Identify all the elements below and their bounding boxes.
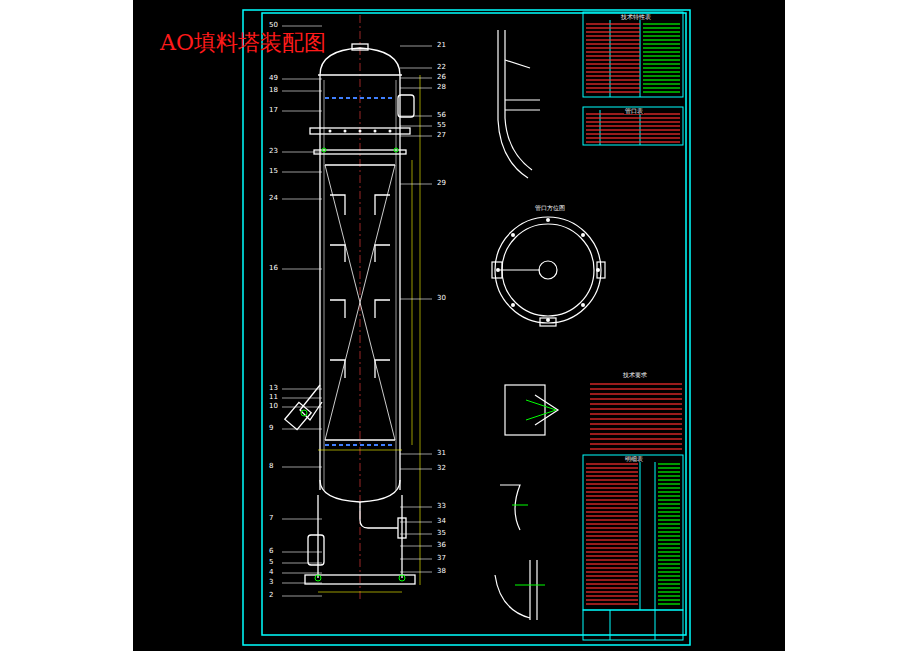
callout-number: 18 — [268, 87, 279, 94]
callout-number: 33 — [436, 503, 447, 510]
leader-line — [282, 596, 322, 597]
callout-number: 56 — [436, 112, 447, 119]
callout-number: 24 — [268, 195, 279, 202]
leader-line — [400, 572, 432, 573]
callout-number: 13 — [268, 385, 279, 392]
leader-line — [282, 519, 322, 520]
leader-line — [400, 88, 432, 89]
section-heading: 技术特性表 — [620, 14, 652, 20]
callout-number: 21 — [436, 42, 447, 49]
section-heading: 技术要求 — [622, 372, 648, 378]
leader-line — [282, 79, 322, 80]
callout-number: 6 — [268, 548, 274, 555]
callout-number: 2 — [268, 592, 274, 599]
leader-line — [400, 522, 432, 523]
leader-line — [400, 68, 432, 69]
leader-line — [282, 172, 322, 173]
callout-number: 8 — [268, 463, 274, 470]
leader-line — [282, 552, 322, 553]
callout-number: 49 — [268, 75, 279, 82]
leader-line — [282, 111, 322, 112]
leader-line — [400, 454, 432, 455]
callout-number: 38 — [436, 568, 447, 575]
callout-number: 11 — [268, 394, 279, 401]
callout-number: 50 — [268, 22, 279, 29]
leader-line — [400, 299, 432, 300]
leader-line — [282, 152, 322, 153]
callout-number: 34 — [436, 518, 447, 525]
leader-line — [282, 407, 322, 408]
leader-line — [400, 184, 432, 185]
callout-number: 15 — [268, 168, 279, 175]
leader-line — [400, 546, 432, 547]
callout-number: 29 — [436, 180, 447, 187]
callout-number: 22 — [436, 64, 447, 71]
callout-number: 35 — [436, 530, 447, 537]
callout-number: 36 — [436, 542, 447, 549]
leader-lines — [282, 26, 432, 596]
section-heading: 管口方位图 — [534, 205, 566, 211]
leader-line — [282, 583, 322, 584]
leader-line — [400, 78, 432, 79]
leader-line — [400, 116, 432, 117]
leader-line — [400, 469, 432, 470]
section-heading: 管口表 — [624, 108, 644, 114]
leader-line — [400, 507, 432, 508]
leader-line — [282, 573, 322, 574]
callout-number: 17 — [268, 107, 279, 114]
callout-number: 4 — [268, 569, 274, 576]
callout-number: 26 — [436, 74, 447, 81]
callout-number: 32 — [436, 465, 447, 472]
leader-line — [282, 91, 322, 92]
section-heading: 明细表 — [624, 456, 644, 462]
leader-line — [282, 26, 322, 27]
leader-line — [400, 534, 432, 535]
leader-line — [400, 126, 432, 127]
callout-number: 31 — [436, 450, 447, 457]
callout-number: 5 — [268, 559, 274, 566]
leader-line — [282, 467, 322, 468]
callout-number: 23 — [268, 148, 279, 155]
callout-number: 30 — [436, 295, 447, 302]
leader-line — [282, 389, 322, 390]
leader-line — [282, 269, 322, 270]
leader-line — [282, 429, 322, 430]
leader-line — [400, 46, 432, 47]
leader-line — [400, 136, 432, 137]
callout-number: 55 — [436, 122, 447, 129]
leader-line — [282, 398, 322, 399]
callout-number: 9 — [268, 425, 274, 432]
leader-line — [282, 199, 322, 200]
leader-line — [282, 563, 322, 564]
callout-number: 27 — [436, 132, 447, 139]
callout-number: 7 — [268, 515, 274, 522]
leader-line — [400, 559, 432, 560]
callout-number: 28 — [436, 84, 447, 91]
callout-number: 37 — [436, 555, 447, 562]
callout-number: 16 — [268, 265, 279, 272]
callout-number: 10 — [268, 403, 279, 410]
drawing-title: AO填料塔装配图 — [160, 32, 326, 54]
callout-number: 3 — [268, 579, 274, 586]
